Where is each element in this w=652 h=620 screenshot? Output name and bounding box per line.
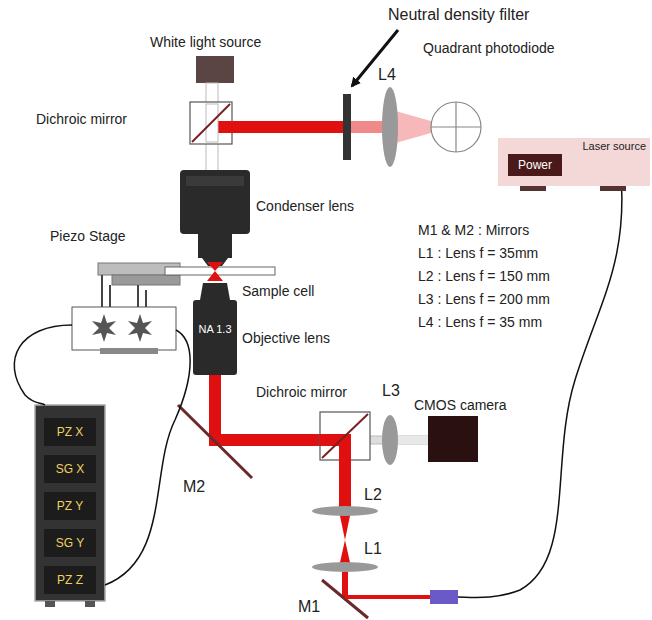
nd-filter xyxy=(343,94,351,160)
piezo-driver-box xyxy=(72,307,176,350)
controller-channel: PZ X xyxy=(44,418,96,446)
controller-channel: PZ Z xyxy=(44,566,96,594)
part-label: Objective lens xyxy=(242,330,330,346)
condenser-lens xyxy=(180,170,250,234)
node-text: Laser source xyxy=(582,140,646,152)
node-text: SG X xyxy=(56,462,85,476)
part-label: Piezo Stage xyxy=(50,228,126,244)
mirror-label: M1 xyxy=(298,598,320,616)
node-text: Power xyxy=(518,158,552,172)
part-label: Quadrant photodiode xyxy=(423,40,555,56)
lens-l3 xyxy=(382,415,398,465)
pointer-arrow xyxy=(352,30,398,86)
sample-cell xyxy=(165,267,275,275)
part-label: Sample cell xyxy=(242,283,314,299)
objective-na: NA 1.3 xyxy=(193,318,237,340)
mirror-m2 xyxy=(178,405,252,478)
power-button: Power xyxy=(508,154,562,176)
node-text: PZ X xyxy=(57,425,84,439)
node-text: PZ Z xyxy=(57,573,83,587)
mirror-label: M2 xyxy=(183,478,205,496)
controller-channel: SG X xyxy=(44,455,96,483)
part-label: Neutral density filter xyxy=(388,6,529,24)
node-text: PZ Y xyxy=(57,499,83,513)
dichroic-mirror xyxy=(320,412,370,460)
node-text: SG Y xyxy=(56,536,84,550)
cmos-camera xyxy=(428,416,478,462)
controller-rack xyxy=(35,405,105,601)
piezo-element xyxy=(128,314,152,342)
legend-note: L3 : Lens f = 200 mm xyxy=(418,291,550,307)
part-label: Dichroic mirror xyxy=(256,384,347,400)
lens-label: L1 xyxy=(364,540,382,558)
legend-note: L1 : Lens f = 35mm xyxy=(418,245,538,261)
part-label: White light source xyxy=(150,34,261,50)
legend-note: L4 : Lens f = 35 mm xyxy=(418,314,542,330)
laser-source: Laser sourcePower xyxy=(498,138,650,186)
controller-channel: PZ Y xyxy=(44,492,96,520)
node-text: NA 1.3 xyxy=(198,323,231,335)
control-wire xyxy=(105,330,190,585)
white-beam xyxy=(206,83,218,173)
lens-l1 xyxy=(312,562,378,572)
lens-l4 xyxy=(382,87,398,167)
laser-beam xyxy=(212,121,344,133)
lens-l2 xyxy=(312,506,378,516)
legend-note: L2 : Lens f = 150 mm xyxy=(418,268,550,284)
part-label: Dichroic mirror xyxy=(36,111,127,127)
lens-label: L2 xyxy=(364,486,382,504)
legend-note: M1 & M2 : Mirrors xyxy=(418,222,529,238)
lens-label: L4 xyxy=(378,66,396,84)
laser-focus xyxy=(207,262,223,281)
piezo-element xyxy=(92,314,116,342)
quadrant-photodiode xyxy=(431,102,481,152)
part-label: CMOS camera xyxy=(414,397,507,413)
controller-channel: SG Y xyxy=(44,529,96,557)
objective-lens xyxy=(200,283,230,300)
control-wire xyxy=(14,325,72,405)
fiber-coupler xyxy=(430,590,458,604)
part-label: Condenser lens xyxy=(256,198,354,214)
lamp xyxy=(196,56,234,83)
lens-label: L3 xyxy=(382,382,400,400)
